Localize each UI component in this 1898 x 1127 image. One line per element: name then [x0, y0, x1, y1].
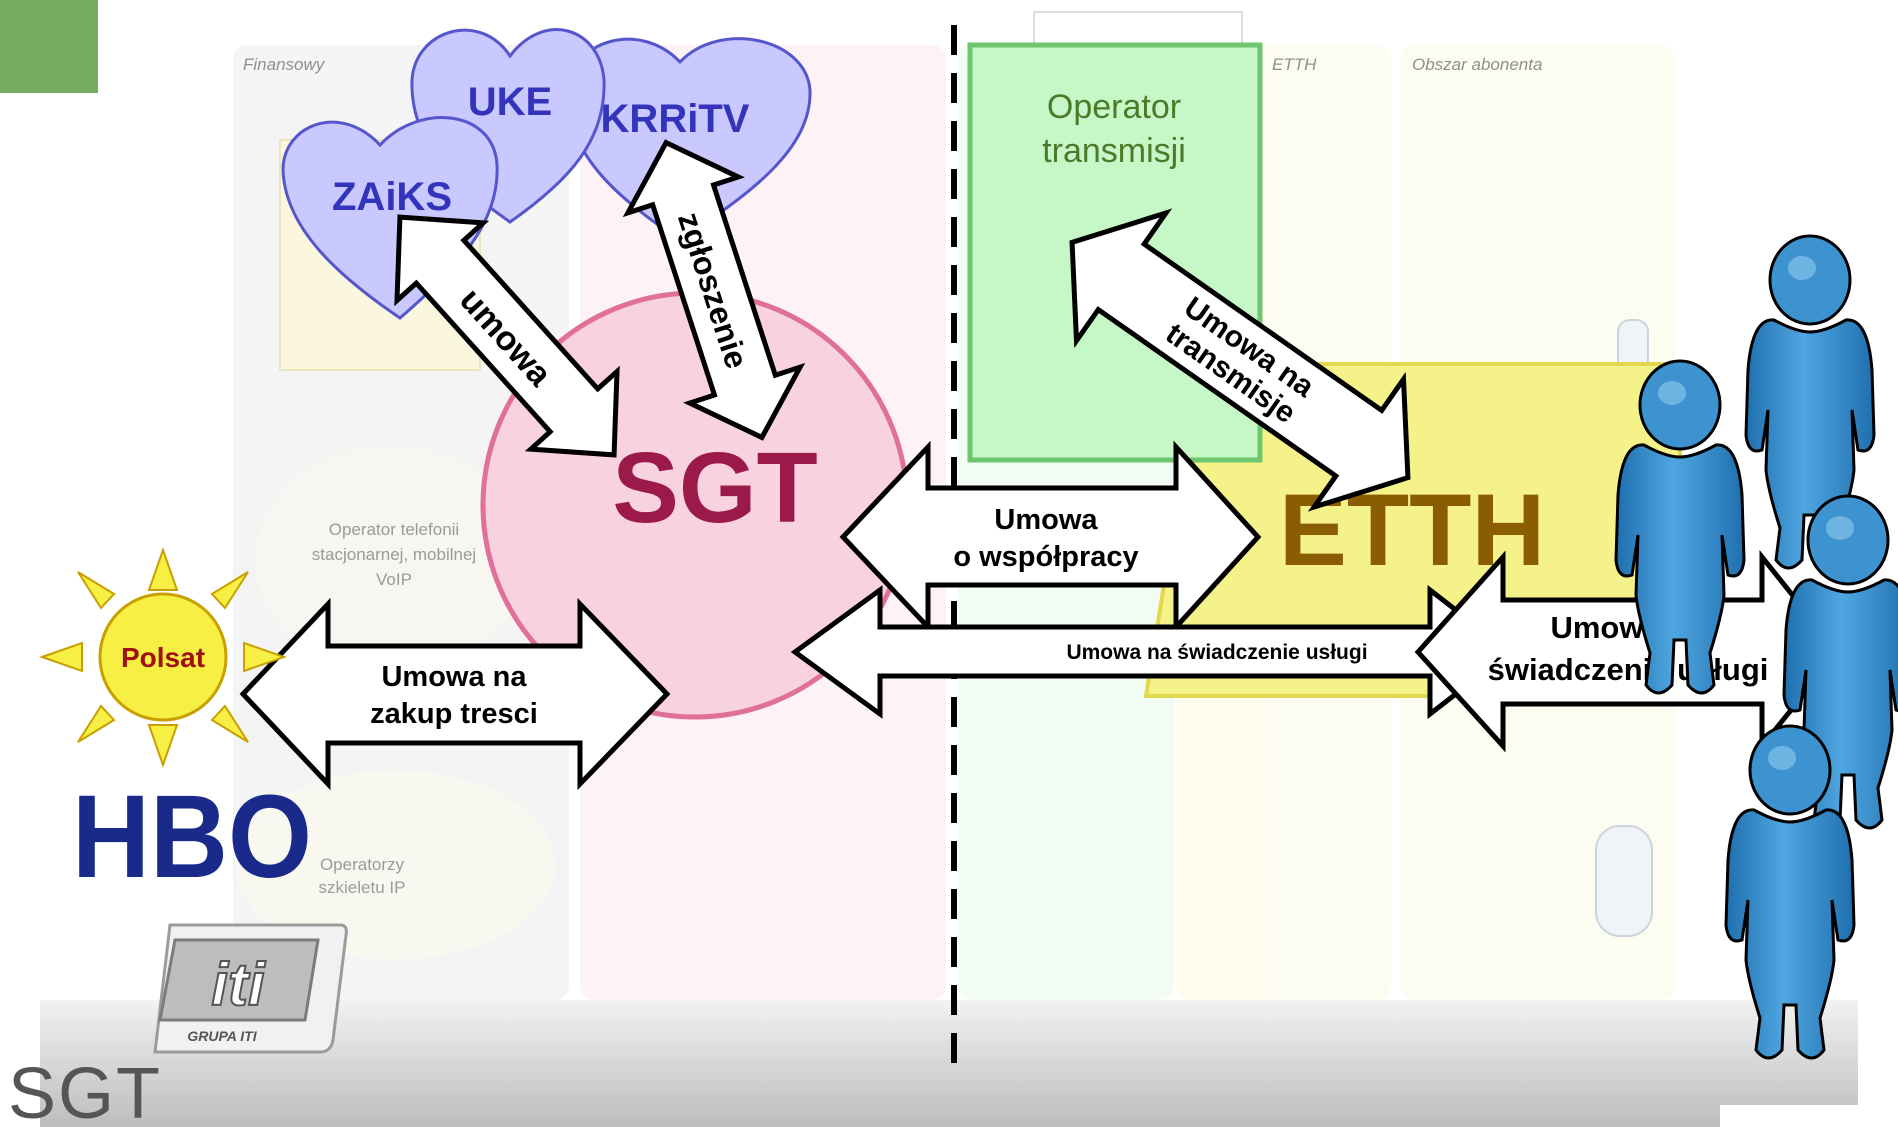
- wspolpraca-label-2: o współpracy: [953, 541, 1138, 573]
- label-etth-header: ETTH: [1272, 55, 1317, 74]
- hbo-logo: HBO: [72, 771, 312, 903]
- grupa-iti-label: GRUPA ITI: [187, 1028, 257, 1044]
- label-operator-telefonii-1: Operator telefonii: [329, 520, 459, 539]
- operator-label-1: Operator: [1047, 88, 1181, 126]
- swiadczenie-label-2: świadczenie usługi: [1488, 652, 1769, 687]
- zaiks-label: ZAiKS: [332, 175, 452, 219]
- heart-krritv: KRRiTV: [566, 37, 812, 242]
- sgt-label: SGT: [612, 432, 818, 544]
- iti-label: iti: [211, 951, 266, 1018]
- background-labels: Finansowy ETTH Obszar abonenta Operator …: [243, 55, 1542, 897]
- krritv-label: KRRiTV: [601, 97, 750, 141]
- label-obszar: Obszar abonenta: [1412, 55, 1542, 74]
- zakup-label-1: Umowa na: [381, 661, 527, 693]
- polsat-label: Polsat: [121, 642, 205, 673]
- label-finansowy: Finansowy: [243, 55, 326, 74]
- sgt-logo: SGT: [8, 1054, 162, 1127]
- label-operatorzy-ip-1: Operatorzy: [320, 855, 405, 874]
- sun-icon: Polsat: [38, 546, 288, 769]
- iti-logo: iti GRUPA ITI: [153, 923, 348, 1054]
- operator-label-2: transmisji: [1042, 132, 1186, 170]
- label-operatorzy-ip-2: szkieletu IP: [319, 878, 406, 897]
- uke-label: UKE: [468, 80, 552, 124]
- wspolpraca-label-1: Umowa: [994, 504, 1098, 536]
- hbo-label: HBO: [72, 771, 312, 903]
- arrow-wspolpraca: Umowa o współpracy: [839, 440, 1262, 634]
- floor-gradient: [40, 1000, 1858, 1127]
- label-operator-telefonii-2: stacjonarnej, mobilnej: [312, 545, 476, 564]
- panel-small-person-bottom: [1595, 825, 1653, 937]
- corner-square: [0, 0, 98, 93]
- arrow-zakup: Umowa na zakup tresci: [239, 597, 671, 791]
- swiadczenie-small-label: Umowa na świadczenie usługi: [1066, 641, 1367, 664]
- panel-ip-cloud: [235, 770, 555, 960]
- label-operator-telefonii-3: VoIP: [376, 570, 412, 589]
- zakup-label-2: zakup tresci: [370, 698, 538, 730]
- arrow-swiadczenie: Umowa na świadczenie usługi: [1414, 549, 1842, 754]
